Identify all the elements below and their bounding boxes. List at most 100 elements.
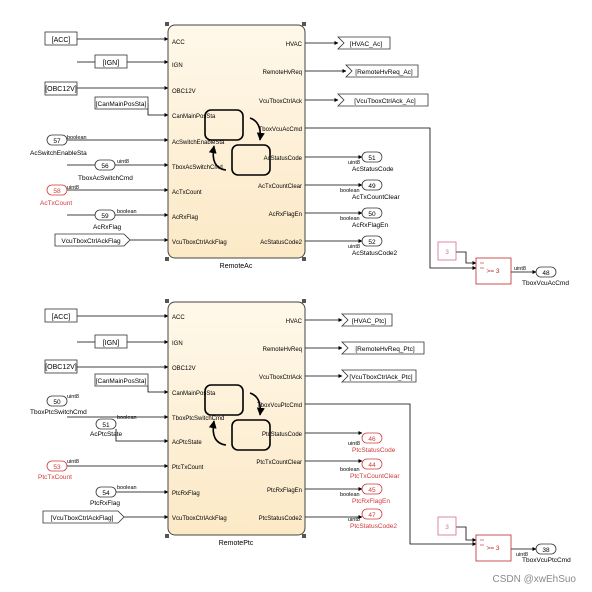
svg-text:AcStatusCode: AcStatusCode: [264, 156, 303, 162]
svg-text:[ACC]: [ACC]: [52, 37, 71, 44]
svg-text:TboxVcuPtcCmd: TboxVcuPtcCmd: [257, 403, 302, 409]
goto-hvac-ac[interactable]: [HVAC_Ac]: [337, 36, 391, 50]
goto-vcutboxctrlack-ptc[interactable]: [VcuTboxCtrlAck_Ptc]: [341, 369, 417, 383]
constant-block-upper[interactable]: 3: [437, 241, 457, 261]
svg-text:IGN: IGN: [172, 63, 183, 69]
outport-45-lower[interactable]: 45 boolean PtcRxFlagEn: [340, 483, 390, 505]
svg-text:boolean: boolean: [340, 188, 360, 194]
svg-text:PtcRxFlag: PtcRxFlag: [172, 491, 200, 497]
svg-text:TboxVcuAcCmd: TboxVcuAcCmd: [259, 127, 302, 133]
svg-text:uint8: uint8: [348, 160, 360, 166]
upper-inports: 57 boolean AcSwitchEnableSta 56 uint8 Tb…: [30, 134, 137, 247]
svg-text:AcTxCount: AcTxCount: [172, 190, 202, 196]
svg-text:uint8: uint8: [117, 159, 129, 165]
svg-text:[RemoteHvReq_Ptc]: [RemoteHvReq_Ptc]: [355, 346, 414, 353]
inport-50-lower[interactable]: 50 uint8 TboxPtcSwitchCmd: [30, 394, 87, 416]
svg-text:uint8: uint8: [67, 459, 79, 465]
from-tag-acc-lower[interactable]: [ACC]: [44, 308, 78, 323]
svg-text:[RemoteHvReq_Ac]: [RemoteHvReq_Ac]: [355, 69, 413, 76]
svg-text:PtcStatusCode2: PtcStatusCode2: [350, 523, 397, 530]
svg-text:>= 3: >= 3: [486, 545, 499, 552]
svg-text:50: 50: [53, 399, 61, 406]
goto-remotehvreq-ptc[interactable]: [RemoteHvReq_Ptc]: [341, 341, 425, 355]
outport-52[interactable]: 52 uint8 AcStatusCode2: [348, 235, 398, 257]
goto-hvac-ptc[interactable]: [HVAC_Ptc]: [341, 313, 393, 327]
upper-outports: 51 uint8 AcStatusCode 49 boolean AcTxCou…: [340, 151, 401, 257]
svg-text:[VcuTboxCtrlAck_Ptc]: [VcuTboxCtrlAck_Ptc]: [349, 374, 412, 381]
from-tag-canmainpossta-lower[interactable]: [CanMainPosSta]: [94, 373, 149, 387]
svg-text:HVAC: HVAC: [286, 42, 303, 48]
block-name-remoteptc: RemotePtc: [219, 540, 254, 547]
svg-text:uint8: uint8: [348, 244, 360, 250]
compare-block-lower[interactable]: >= 3: [475, 534, 512, 562]
outport-49[interactable]: 49 boolean AcTxCountClear: [340, 179, 401, 201]
from-tag-canmainpossta[interactable]: [CanMainPosSta]: [94, 96, 149, 110]
svg-text:58: 58: [53, 188, 61, 195]
inport-57[interactable]: 57 boolean AcSwitchEnableSta: [30, 134, 87, 157]
svg-text:AcRxFlag: AcRxFlag: [93, 224, 122, 231]
svg-text:56: 56: [101, 163, 109, 170]
svg-text:PtcRxFlagEn: PtcRxFlagEn: [352, 498, 390, 505]
svg-text:uint8: uint8: [516, 552, 528, 558]
svg-text:uint8: uint8: [514, 266, 526, 272]
from-tag-ign-lower[interactable]: [IGN]: [94, 334, 128, 349]
svg-text:[OBC12V]: [OBC12V]: [45, 86, 77, 93]
svg-text:AcStatusCode: AcStatusCode: [352, 166, 394, 173]
outport-44-lower[interactable]: 44 boolean PtcTxCountClear: [340, 458, 400, 480]
svg-text:CanMainPosSta: CanMainPosSta: [172, 391, 216, 397]
from-tag-ign[interactable]: [IGN]: [94, 54, 128, 69]
from-tag-obc12v[interactable]: [OBC12V]: [44, 81, 78, 96]
svg-text:HVAC: HVAC: [286, 319, 303, 325]
upper-subsystem: [ACC] [IGN] [OBC12V] [CanMainPosSta] 57 …: [30, 22, 569, 287]
inport-54-lower[interactable]: 54 boolean PtcRxFlag: [90, 485, 137, 507]
from-tag-vcutboxctrlackflag[interactable]: VcuTboxCtrlAckFlag: [54, 233, 131, 247]
svg-text:PtcTxCountClear: PtcTxCountClear: [350, 473, 400, 480]
svg-text:TboxVcuAcCmd: TboxVcuAcCmd: [522, 280, 569, 287]
from-tag-obc12v-lower[interactable]: [OBC12V]: [44, 359, 78, 374]
stateflow-chart-icon: [204, 109, 271, 176]
inport-51-lower[interactable]: 51 boolean AcPtcState: [90, 415, 137, 438]
svg-text:boolean: boolean: [117, 415, 137, 421]
svg-text:AcTxCountClear: AcTxCountClear: [352, 194, 401, 201]
svg-text:>= 3: >= 3: [486, 268, 499, 275]
lower-outports: 46 uint8 PtcStatusCode 44 boolean PtcTxC…: [340, 432, 400, 530]
block-name-remoteac: RemoteAc: [220, 263, 253, 270]
svg-text:PtcRxFlagEn: PtcRxFlagEn: [267, 488, 302, 494]
inport-53-lower[interactable]: 53 uint8 PtcTxCount: [38, 459, 79, 481]
svg-text:VcuTboxCtrlAck: VcuTboxCtrlAck: [259, 99, 303, 105]
from-tag-acc[interactable]: [ACC]: [44, 31, 78, 46]
inport-58[interactable]: 58 uint8 AcTxCount: [40, 184, 79, 207]
block-remoteptc[interactable]: ACC IGN OBC12V CanMainPosSta TboxPtcSwit…: [165, 299, 306, 538]
svg-text:uint8: uint8: [67, 394, 79, 400]
constant-block-lower[interactable]: 3: [437, 516, 457, 536]
svg-text:PtcStatusCode2: PtcStatusCode2: [259, 516, 303, 522]
svg-text:OBC12V: OBC12V: [172, 366, 196, 372]
outport-51[interactable]: 51 uint8 AcStatusCode: [348, 151, 394, 173]
from-tag-vcutboxctrlackflag-lower[interactable]: [VcuTboxCtrlAckFlag]: [42, 510, 125, 524]
svg-text:AcRxFlagEn: AcRxFlagEn: [352, 222, 389, 229]
compare-block-upper[interactable]: >= 3: [475, 257, 512, 285]
svg-text:VcuTboxCtrlAckFlag: VcuTboxCtrlAckFlag: [61, 238, 121, 245]
outport-38-lower[interactable]: 38 uint8 TboxVcuPtcCmd: [516, 543, 571, 564]
outport-46-lower[interactable]: 46 uint8 PtcStatusCode: [348, 432, 396, 454]
svg-text:AcStatusCode2: AcStatusCode2: [260, 240, 302, 246]
svg-text:boolean: boolean: [340, 492, 360, 498]
svg-text:uint8: uint8: [67, 185, 79, 191]
svg-text:TboxAcSwitchCmd: TboxAcSwitchCmd: [172, 165, 223, 171]
inport-59[interactable]: 59 boolean AcRxFlag: [93, 209, 137, 231]
outport-48[interactable]: 48 uint8 TboxVcuAcCmd: [514, 266, 569, 287]
svg-text:AcSwitchEnableSta: AcSwitchEnableSta: [30, 150, 87, 157]
svg-text:51: 51: [102, 422, 110, 429]
goto-vcutboxctrlack-ac[interactable]: [VcuTboxCtrlAck_Ac]: [337, 93, 429, 107]
outport-47-lower[interactable]: 47 uint8 PtcStatusCode2: [348, 508, 397, 530]
block-remoteac[interactable]: ACC IGN OBC12V CanMainPosSta AcSwitchEna…: [165, 22, 306, 261]
svg-text:[CanMainPosSta]: [CanMainPosSta]: [96, 378, 147, 385]
svg-text:AcSwitchEnableSta: AcSwitchEnableSta: [172, 140, 225, 146]
outport-50[interactable]: 50 boolean AcRxFlagEn: [340, 207, 389, 229]
svg-text:PtcTxCount: PtcTxCount: [38, 474, 72, 481]
svg-text:uint8: uint8: [348, 441, 360, 447]
svg-text:[IGN]: [IGN]: [103, 340, 119, 347]
inport-56[interactable]: 56 uint8 TboxAcSwitchCmd: [78, 159, 133, 182]
goto-remotehvreq-ac[interactable]: [RemoteHvReq_Ac]: [345, 64, 419, 78]
svg-text:49: 49: [368, 183, 376, 190]
